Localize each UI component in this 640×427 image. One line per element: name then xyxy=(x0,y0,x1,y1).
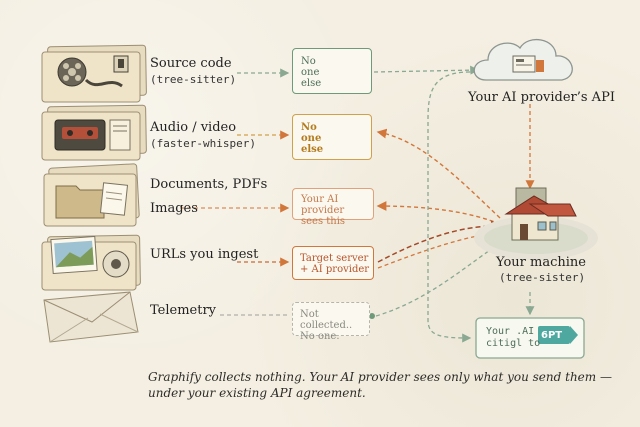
cloud-label: Your AI provider’s API xyxy=(468,90,615,105)
privacy-box-source: No one else xyxy=(292,48,372,94)
target-box-urls: Target server + AI provider xyxy=(292,246,374,280)
cassette-recorder-icon xyxy=(41,104,147,161)
envelope-icon xyxy=(43,291,139,343)
connector-machine-audio xyxy=(376,128,501,219)
api-box-line2: citigl to xyxy=(486,338,541,349)
images-title: Images xyxy=(150,201,198,216)
privacy-box-text: No one else xyxy=(301,56,322,89)
house-icon xyxy=(474,187,598,260)
cloud-icon xyxy=(473,38,573,81)
connector-loop xyxy=(427,71,472,343)
target-box-text: Target server + AI provider xyxy=(300,253,370,275)
api-box-line1: Your .AI xyxy=(486,326,535,337)
caption: Graphify collects nothing. Your AI provi… xyxy=(148,369,612,401)
image-photo-icon xyxy=(41,234,141,291)
source-title: Source code xyxy=(150,56,232,71)
caption-line-2: under your existing API agreement. xyxy=(148,386,366,400)
caption-line-1: Graphify collects nothing. Your AI provi… xyxy=(148,370,612,384)
telemetry-title: Telemetry xyxy=(150,303,217,318)
connector-urls-machine-2 xyxy=(377,228,504,269)
documents-title: Documents, PDFs xyxy=(150,177,268,192)
telemetry-dot xyxy=(369,313,375,319)
connector-machine-images xyxy=(376,201,501,225)
telemetry-box: Not collected.. No one. xyxy=(292,302,370,342)
urls-title: URLs you ingest xyxy=(150,247,259,262)
connector-to-cloud xyxy=(373,65,480,75)
audio-subtitle: (faster-whisper) xyxy=(150,137,256,150)
film-reel-icon xyxy=(41,44,147,103)
api-box-tag: 6PT xyxy=(541,330,563,341)
audio-title: Audio / video xyxy=(150,120,237,135)
privacy-box-audio: No one else xyxy=(292,114,372,160)
privacy-box-text: No one else xyxy=(301,122,324,155)
document-folder-icon xyxy=(43,163,140,227)
telemetry-box-text: Not collected.. No one. xyxy=(300,309,353,342)
source-subtitle: (tree-sitter) xyxy=(150,73,237,86)
api-tag-bg xyxy=(538,326,570,344)
connector-telemetry-machine xyxy=(375,239,506,317)
provider-box-text: Your AI provider sees this xyxy=(301,194,346,227)
machine-label: Your machine xyxy=(496,255,586,270)
machine-sublabel: (tree-sister) xyxy=(499,271,586,284)
provider-box-images: Your AI provider sees this xyxy=(292,188,374,227)
